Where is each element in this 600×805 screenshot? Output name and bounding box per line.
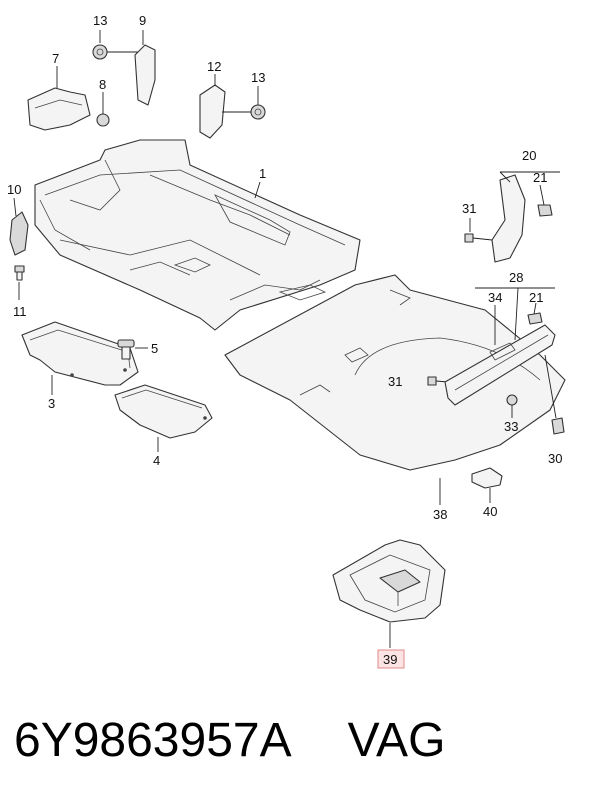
callout-5: 5 bbox=[151, 341, 158, 356]
callout-40: 40 bbox=[483, 504, 497, 519]
callout-1: 1 bbox=[259, 166, 266, 181]
part-nut bbox=[96, 113, 110, 127]
part-rear-carpet bbox=[224, 274, 566, 471]
part-side-trim bbox=[9, 211, 29, 256]
part-number: 6Y9863957A bbox=[14, 713, 292, 767]
callout-30: 30 bbox=[548, 451, 562, 466]
callout-12: 12 bbox=[207, 59, 221, 74]
callout-34: 34 bbox=[488, 290, 502, 305]
part-clip-lower bbox=[527, 312, 543, 325]
part-nut-sill bbox=[506, 394, 518, 406]
callout-7: 7 bbox=[52, 51, 59, 66]
part-small-cover bbox=[471, 467, 503, 489]
callout-38: 38 bbox=[433, 507, 447, 522]
part-floor-mat-front bbox=[21, 321, 139, 386]
callout-4: 4 bbox=[153, 453, 160, 468]
callout-39-highlight bbox=[377, 649, 405, 669]
part-pillar-trim bbox=[491, 174, 526, 263]
part-bolt-upper bbox=[464, 233, 493, 243]
brand-label: VAG bbox=[347, 713, 446, 767]
part-floor-mat-rear bbox=[114, 384, 213, 439]
footer: 6Y9863957A VAG bbox=[14, 700, 594, 780]
part-bracket-left bbox=[27, 87, 91, 131]
callout-9: 9 bbox=[139, 13, 146, 28]
callout-10: 10 bbox=[7, 182, 21, 197]
callout-21-upper: 21 bbox=[533, 170, 547, 185]
callout-labels: 13 9 7 8 12 13 10 11 1 5 3 4 20 21 31 28… bbox=[7, 13, 562, 669]
part-clip bbox=[117, 339, 135, 360]
part-storage-tray bbox=[332, 539, 446, 623]
callout-13-right: 13 bbox=[251, 70, 265, 85]
part-trim-piece bbox=[199, 84, 226, 139]
part-nut-right bbox=[222, 104, 266, 120]
part-cover-strip bbox=[134, 44, 156, 106]
callout-31-upper: 31 bbox=[462, 201, 476, 216]
callout-3: 3 bbox=[48, 396, 55, 411]
callout-13-top: 13 bbox=[93, 13, 107, 28]
callout-39: 39 bbox=[383, 652, 397, 667]
callout-28: 28 bbox=[509, 270, 523, 285]
callout-11: 11 bbox=[13, 304, 27, 319]
part-clip-upper bbox=[537, 204, 553, 217]
part-clip-sill bbox=[551, 417, 565, 435]
callout-20: 20 bbox=[522, 148, 536, 163]
callout-33: 33 bbox=[504, 419, 518, 434]
part-nut-top bbox=[92, 44, 138, 60]
callout-21-lower: 21 bbox=[529, 290, 543, 305]
callout-8: 8 bbox=[99, 77, 106, 92]
part-floor-carpet bbox=[34, 139, 361, 331]
part-sill-trim bbox=[444, 324, 556, 406]
leader-lines bbox=[13, 30, 560, 648]
part-bolt-left bbox=[14, 265, 25, 281]
callout-31-lower: 31 bbox=[388, 374, 402, 389]
